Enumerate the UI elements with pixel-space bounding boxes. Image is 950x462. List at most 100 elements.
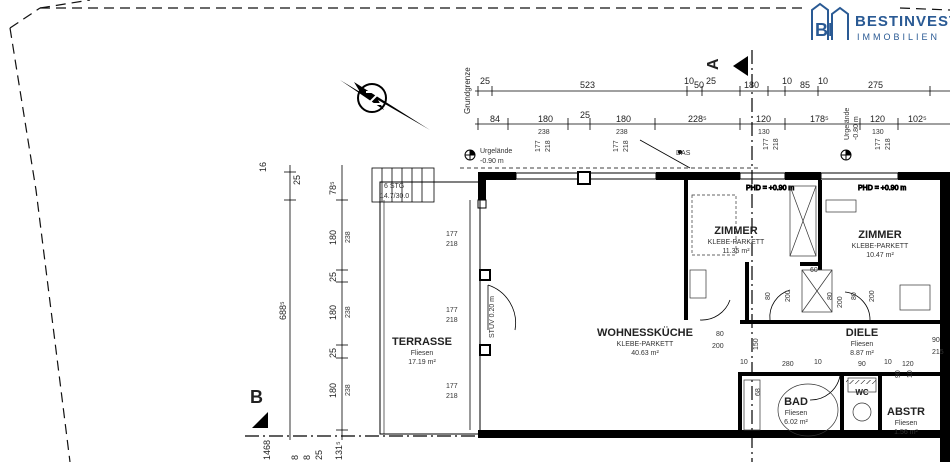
dim-label: 102⁵ [908,114,927,124]
svg-text:ZIMMER: ZIMMER [714,225,757,237]
svg-text:16: 16 [258,162,268,172]
svg-text:DAS: DAS [676,150,691,157]
svg-text:14.7/30.0: 14.7/30.0 [380,193,409,200]
svg-text:PHD = +0.90 m: PHD = +0.90 m [858,185,906,192]
svg-text:68: 68 [755,388,762,396]
dim-label: 120 [756,114,771,124]
left-dimension-labels: 16 25 78⁵ 180 238 25 180 238 25 180 238 … [258,162,352,460]
north-arrow-icon [340,80,430,130]
terrace-area: 6 STG 14.7/30.0 [371,167,491,435]
dim-label: 120 [870,114,885,124]
svg-text:90: 90 [932,337,940,344]
dim-sub: 238 [538,129,550,136]
ground-level-marker-1: Urgelände -0.90 m [464,148,512,165]
svg-text:180: 180 [328,305,338,320]
windows-top: PHD = +0.90 m PHD = +0.90 m [515,172,907,193]
dim-label: 180 [538,114,553,124]
room-wohnkueche: WOHNESSKÜCHE KLEBE-PARKETT 40.63 m² [597,326,693,357]
svg-text:200: 200 [712,343,724,350]
svg-text:215: 215 [932,349,944,356]
svg-text:218: 218 [446,241,458,248]
svg-text:10: 10 [884,359,892,366]
svg-text:280: 280 [782,361,794,368]
svg-text:BAD: BAD [784,396,808,408]
svg-text:90: 90 [858,361,866,368]
svg-text:WC: WC [855,388,869,397]
svg-text:B: B [250,387,263,407]
svg-text:KLEBE-PARKETT: KLEBE-PARKETT [852,243,909,250]
dim-label: 25 [580,110,590,120]
svg-text:177: 177 [446,383,458,390]
svg-text:238: 238 [345,384,352,396]
logo-tagline: IMMOBILIEN [857,32,940,42]
svg-text:6 STG: 6 STG [384,183,404,190]
svg-text:177: 177 [535,140,542,152]
interior-walls [684,180,942,434]
svg-text:177: 177 [446,231,458,238]
svg-text:180: 180 [328,230,338,245]
dim-label: 50 [694,80,704,90]
svg-text:STUV 0.20 m: STUV 0.20 m [489,296,496,338]
window-height-labels: 177 218 177 218 177 218 177 218 [535,138,892,152]
svg-text:8: 8 [290,455,300,460]
room-zimmer-2: ZIMMER KLEBE-PARKETT 10.47 m² [852,229,909,259]
top-dimension-row-1: 25 523 10 50 25 180 10 85 10 275 Grundgr… [463,67,950,114]
svg-text:218: 218 [623,140,630,152]
dim-label: 180 [616,114,631,124]
svg-text:10.47 m²: 10.47 m² [866,252,894,259]
svg-text:1.56 m²: 1.56 m² [894,429,918,436]
svg-text:688⁵: 688⁵ [278,301,288,320]
door-swings [487,284,871,401]
dim-label: 10 [684,76,694,86]
svg-text:17.19 m²: 17.19 m² [408,359,436,366]
dim-label: 85 [800,80,810,90]
svg-text:Urgelände: Urgelände [480,148,512,155]
svg-text:180: 180 [328,383,338,398]
svg-text:90: 90 [895,370,902,378]
svg-text:Fliesen: Fliesen [411,350,434,357]
dim-label: 25 [706,76,716,86]
svg-text:ABSTR: ABSTR [887,406,925,418]
svg-text:238: 238 [345,306,352,318]
room-terrasse: TERRASSE Fliesen 17.19 m² [392,336,452,366]
dim-sub: 130 [872,129,884,136]
svg-text:TERRASSE: TERRASSE [392,336,452,348]
dim-label: 523 [580,80,595,90]
svg-text:25: 25 [328,348,338,358]
svg-text:238: 238 [345,231,352,243]
room-bad: BAD Fliesen 6.02 m² [784,396,808,426]
terrace-window-heights: 177 218 177 218 177 218 STUV 0.20 m [446,231,496,400]
svg-text:78⁵: 78⁵ [328,181,338,195]
svg-text:-0.90 m: -0.90 m [480,158,504,165]
ground-level-marker-2: Urgelände -0.80 m [840,108,860,161]
svg-text:KLEBE-PARKETT: KLEBE-PARKETT [617,341,674,348]
dim-label: 178⁵ [810,114,829,124]
svg-text:10: 10 [907,370,914,378]
svg-text:218: 218 [446,393,458,400]
svg-text:120: 120 [902,361,914,368]
svg-text:177: 177 [763,138,770,150]
svg-text:80: 80 [716,331,724,338]
furniture [689,185,931,437]
svg-text:-0.80 m: -0.80 m [853,116,860,140]
svg-text:218: 218 [885,138,892,150]
stair: 6 STG 14.7/30.0 [371,167,435,203]
dim-label: 180 [744,80,759,90]
svg-text:80: 80 [827,292,834,300]
svg-text:200: 200 [837,296,844,308]
svg-text:8.87 m²: 8.87 m² [850,350,874,357]
svg-text:218: 218 [446,317,458,324]
svg-text:Urgelände: Urgelände [844,108,851,140]
svg-text:Fliesen: Fliesen [851,341,874,348]
svg-text:A: A [705,58,722,70]
logo-name: BESTINVEST [855,13,950,30]
svg-text:200: 200 [869,290,876,302]
dim-label: 10 [818,76,828,86]
svg-text:Fliesen: Fliesen [895,420,918,427]
svg-text:WOHNESSKÜCHE: WOHNESSKÜCHE [597,326,693,339]
top-dimension-row-2: 84 180 25 180 228⁵ 120 178⁵ 120 102⁵ 238… [475,110,950,136]
dim-label: 10 [782,76,792,86]
dim-label: 275 [868,80,883,90]
svg-text:177: 177 [446,307,458,314]
svg-text:10: 10 [740,359,748,366]
